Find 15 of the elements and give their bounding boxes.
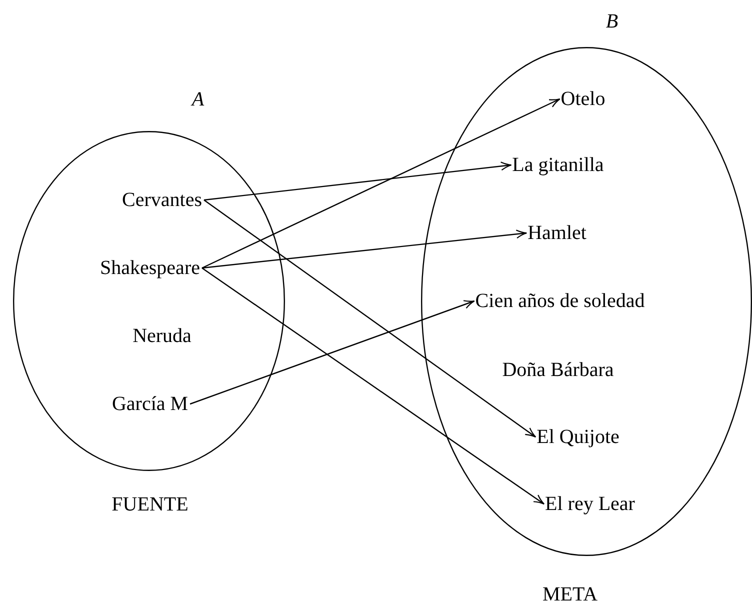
element-label: Cien años de soledad (475, 290, 645, 312)
element-label: El rey Lear (545, 493, 635, 515)
set-name: B (606, 10, 618, 34)
element-label: El Quijote (536, 426, 620, 448)
element-label: Hamlet (528, 222, 586, 244)
set-caption: FUENTE (112, 494, 188, 516)
set-caption: META (542, 584, 598, 606)
element-label: Cervantes (122, 189, 202, 211)
element-label: García M (112, 393, 188, 415)
set-name: A (192, 88, 204, 112)
element-label: La gitanilla (512, 154, 604, 176)
element-label: Otelo (560, 88, 606, 110)
element-label: Shakespeare (100, 257, 200, 279)
element-label: Doña Bárbara (502, 359, 614, 381)
element-label: Neruda (132, 325, 192, 347)
